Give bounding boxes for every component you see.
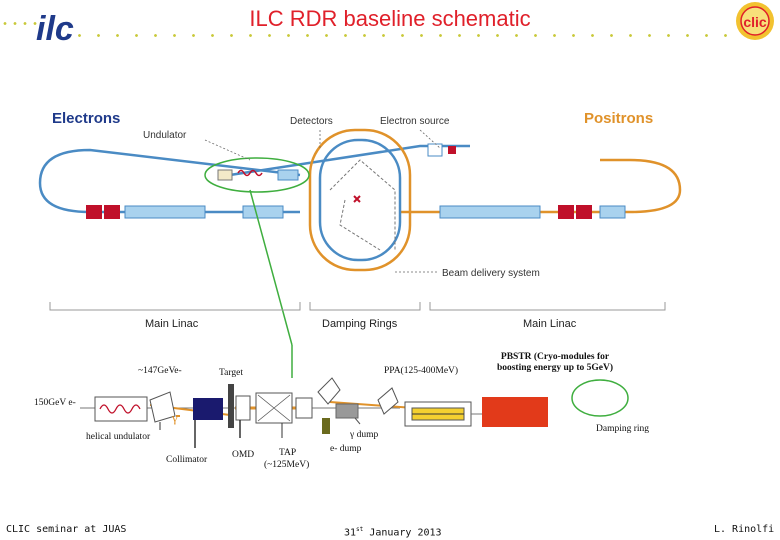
main-linac-left-label: Main Linac	[145, 318, 199, 330]
main-linac-left-bracket	[49, 302, 301, 311]
gamma-symbol: γ	[172, 410, 178, 425]
clic-logo-text: clic	[743, 14, 767, 30]
magnet-right-1	[558, 205, 574, 219]
damping-ring-outer	[308, 128, 412, 272]
dipole-1	[317, 377, 341, 405]
header-dots	[70, 34, 730, 37]
electron-source-leader	[419, 129, 441, 149]
beam-delivery-label: Beam delivery system	[442, 268, 540, 279]
clic-logo: clic	[736, 2, 774, 40]
ilc-logo: ilc	[36, 10, 74, 46]
magnet-left-1	[86, 205, 102, 219]
main-linac-right-bracket	[429, 302, 666, 311]
footer-date-rest: January 2013	[369, 527, 442, 539]
detectors-label: Detectors	[290, 116, 333, 127]
ppa-cross	[257, 394, 291, 422]
label-tap: TAP	[279, 448, 297, 458]
ilc-logo-text: ilc	[36, 10, 74, 46]
positron-loop-right	[400, 158, 682, 214]
undulator-target	[217, 169, 233, 181]
header-dots-left	[0, 22, 40, 25]
linac-right-box-2	[599, 205, 626, 219]
label-target: Target	[219, 368, 243, 378]
bend-magnet-1	[149, 391, 176, 423]
label-collimator: Collimator	[166, 455, 208, 465]
undulator-wiggle	[237, 169, 263, 177]
main-linac-right-box	[439, 205, 541, 219]
electrons-label: Electrons	[52, 110, 121, 127]
damping-rings-bracket	[309, 302, 421, 311]
footer-author: L. Rinolfi	[714, 524, 775, 535]
page-title: ILC RDR baseline schematic	[249, 6, 531, 31]
dipole-2	[377, 387, 399, 415]
damping-ring-inner	[318, 138, 402, 262]
electron-source-magnet	[448, 146, 456, 154]
gamma-dump-box	[335, 403, 359, 419]
electron-source-label: Electron source	[380, 116, 450, 127]
magnet-right-2	[576, 205, 592, 219]
gamma-dump-leader	[354, 417, 361, 425]
label-helical-undulator: helical undulator	[86, 432, 151, 442]
label-gamma-dump: γ dump	[350, 430, 379, 440]
main-linac-left-box	[124, 205, 206, 219]
footer-seminar: CLIC seminar at JUAS	[6, 524, 127, 535]
footer-date-suffix: st	[356, 526, 364, 533]
helical-undulator-box	[94, 396, 148, 422]
damping-rings-label: Damping Rings	[322, 318, 398, 330]
undulator-label: Undulator	[143, 130, 187, 141]
beam-delivery-path	[329, 159, 396, 250]
main-linac-right-label: Main Linac	[523, 318, 577, 330]
damping-ring-box	[482, 397, 548, 427]
positrons-label: Positrons	[584, 110, 654, 127]
footer-date: 31st January 2013	[344, 526, 442, 538]
undulator-coil	[99, 404, 141, 414]
label-e-dump: e- dump	[330, 444, 362, 454]
label-150gev: 150GeV e-	[34, 398, 76, 408]
magnet-left-2	[104, 205, 120, 219]
undulator-leader	[204, 139, 251, 161]
target-plate	[228, 384, 234, 428]
damping-ring-highlight	[571, 379, 629, 417]
label-damping-ring: Damping ring	[596, 424, 650, 434]
label-ppa: PPA(125-400MeV)	[384, 366, 459, 376]
interaction-point-icon	[353, 195, 361, 203]
footer-date-day: 31	[344, 527, 357, 539]
tap-box	[295, 397, 313, 419]
highlight-pointer	[249, 189, 293, 346]
collimator-box	[193, 398, 223, 420]
label-tap-energy: (~125MeV)	[264, 460, 310, 470]
label-omd: OMD	[232, 450, 255, 460]
e-dump-box	[322, 418, 330, 434]
undulator-box	[277, 169, 299, 181]
beam-delivery-path-2	[339, 199, 381, 251]
omd-box	[235, 395, 251, 421]
linac-left-box-2	[242, 205, 284, 219]
label-pbstr: PBSTR (Cryo-modules for boosting energy …	[496, 352, 614, 373]
undulator-highlight	[204, 157, 310, 193]
electron-loop-left	[38, 148, 301, 214]
label-147gev: ~147GeVe-	[138, 366, 182, 376]
